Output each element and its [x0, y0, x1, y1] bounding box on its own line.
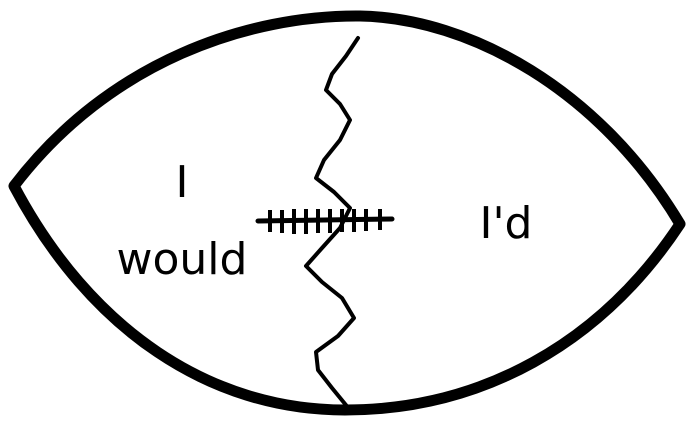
left-word-would: would [117, 234, 248, 285]
right-word-contraction: I'd [479, 198, 532, 249]
left-word-i: I [176, 157, 189, 208]
